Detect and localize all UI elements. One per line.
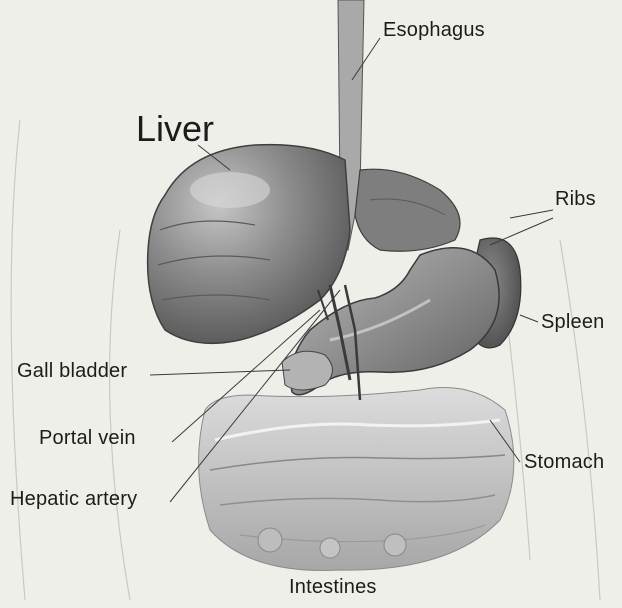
hepatic-artery-label: Hepatic artery [10, 488, 137, 511]
esophagus-label: Esophagus [383, 19, 485, 42]
liver-label: Liver [136, 108, 214, 150]
stomach-label: Stomach [524, 451, 604, 474]
intestines-organ [199, 388, 514, 571]
intestines-label: Intestines [289, 576, 377, 599]
portal-vein-label: Portal vein [39, 427, 136, 450]
gall-bladder-label: Gall bladder [17, 360, 127, 383]
spleen-label: Spleen [541, 311, 604, 334]
gall-bladder-organ [282, 351, 333, 390]
ribs-label: Ribs [555, 188, 596, 211]
